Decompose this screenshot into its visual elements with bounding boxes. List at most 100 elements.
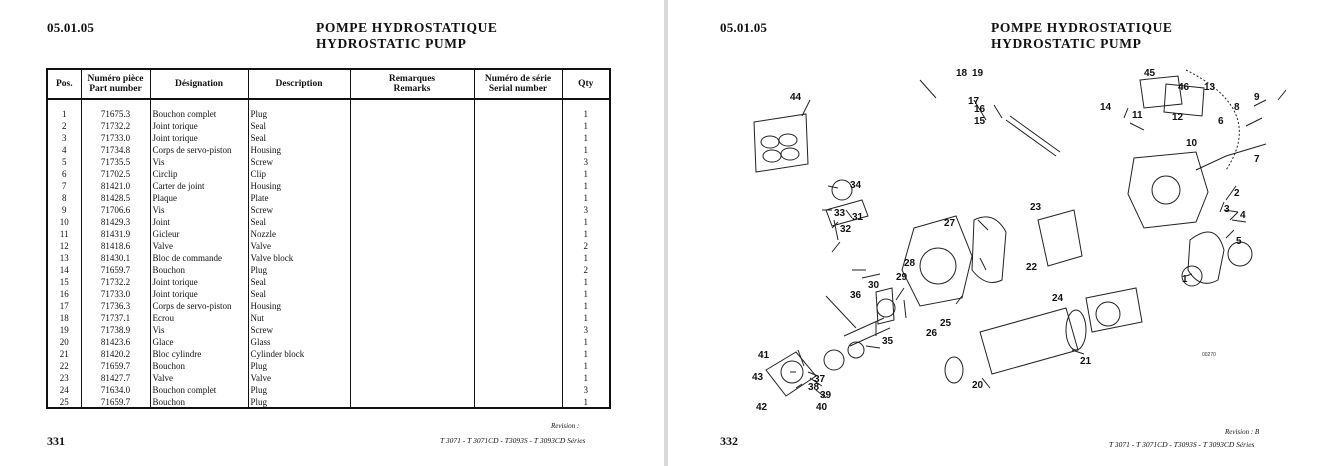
cell-pos: 4 <box>48 144 82 156</box>
cell-part-number: 81427.7 <box>81 372 151 384</box>
cell-serial <box>474 108 563 120</box>
cell-description: Plug <box>248 396 351 408</box>
cell-description: Housing <box>248 300 351 312</box>
cell-remarks <box>350 396 475 408</box>
cell-qty: 1 <box>583 109 589 119</box>
cell-description: Screw <box>248 324 351 336</box>
cell-qty: 2 <box>583 265 589 275</box>
cell-pos: 13 <box>48 252 82 264</box>
cell-description: Valve <box>248 372 351 384</box>
header-designation: Désignation <box>150 70 249 100</box>
callout-38: 38 <box>808 382 820 393</box>
cell-designation: Joint <box>150 216 249 228</box>
cell-part-number: 81428.5 <box>81 192 151 204</box>
callout-1: 1 <box>1182 274 1188 285</box>
cell-serial <box>474 204 563 216</box>
cell-qty: 1 <box>583 217 589 227</box>
cell-serial <box>474 240 563 252</box>
cell-serial <box>474 288 563 300</box>
cell-designation: Bouchon complet <box>150 108 249 120</box>
cell-designation: Bloc de commande <box>150 252 249 264</box>
cell-part-number: 71733.0 <box>81 132 151 144</box>
cell-serial <box>474 144 563 156</box>
callout-20: 20 <box>972 380 984 391</box>
cell-qty: 1 <box>583 145 589 155</box>
callout-11: 11 <box>1132 110 1143 121</box>
revision-label: Revision : <box>551 422 580 430</box>
header-pos: Pos. <box>48 70 82 100</box>
cell-part-number: 71732.2 <box>81 276 151 288</box>
cell-pos: 21 <box>48 348 82 360</box>
cell-remarks <box>350 240 475 252</box>
cell-designation: Glace <box>150 336 249 348</box>
callout-35: 35 <box>882 336 894 347</box>
header-part-number: Numéro pièce Part number <box>81 70 151 100</box>
cell-qty: 1 <box>583 169 589 179</box>
cell-description: Seal <box>248 276 351 288</box>
callout-27: 27 <box>944 218 956 229</box>
cell-remarks <box>350 120 475 132</box>
cell-part-number: 71735.5 <box>81 156 151 168</box>
cell-qty: 1 <box>583 181 589 191</box>
cell-remarks <box>350 228 475 240</box>
cell-remarks <box>350 360 475 372</box>
cell-remarks <box>350 336 475 348</box>
cell-designation: Vis <box>150 156 249 168</box>
header-qty: Qty <box>562 70 609 100</box>
cell-pos: 9 <box>48 204 82 216</box>
callout-28: 28 <box>904 258 916 269</box>
cell-designation: Bloc cylindre <box>150 348 249 360</box>
callout-7: 7 <box>1254 154 1260 165</box>
cell-designation: Bouchon <box>150 360 249 372</box>
cell-designation: Corps de servo-piston <box>150 300 249 312</box>
right-page: 05.01.05 POMPE HYDROSTATIQUE HYDROSTATIC… <box>668 0 1334 466</box>
cell-designation: Bouchon <box>150 396 249 408</box>
cell-designation: Valve <box>150 240 249 252</box>
cell-qty: 1 <box>583 277 589 287</box>
cell-pos: 18 <box>48 312 82 324</box>
series-label: T 3071 - T 3071CD - T3093S - T 3093CD Sé… <box>1109 440 1255 449</box>
cell-pos: 3 <box>48 132 82 144</box>
cell-pos: 24 <box>48 384 82 396</box>
cell-pos: 7 <box>48 180 82 192</box>
cell-part-number: 81418.6 <box>81 240 151 252</box>
cell-pos: 8 <box>48 192 82 204</box>
callout-6: 6 <box>1218 116 1224 127</box>
cell-remarks <box>350 156 475 168</box>
cell-description: Screw <box>248 204 351 216</box>
cell-qty: 1 <box>583 289 589 299</box>
cell-serial <box>474 264 563 276</box>
section-code: 05.01.05 <box>47 20 95 35</box>
cell-qty: 1 <box>583 121 589 131</box>
cell-pos: 16 <box>48 288 82 300</box>
cell-part-number: 71738.9 <box>81 324 151 336</box>
title-english: HYDROSTATIC PUMP <box>316 36 467 51</box>
cell-description: Housing <box>248 180 351 192</box>
page-title: POMPE HYDROSTATIQUE HYDROSTATIC PUMP <box>991 20 1173 52</box>
cell-serial <box>474 324 563 336</box>
cell-serial <box>474 216 563 228</box>
cell-remarks <box>350 144 475 156</box>
cell-remarks <box>350 324 475 336</box>
cell-pos: 25 <box>48 396 82 408</box>
cell-pos: 20 <box>48 336 82 348</box>
cell-pos: 11 <box>48 228 82 240</box>
cell-pos: 17 <box>48 300 82 312</box>
page-number: 332 <box>720 434 738 448</box>
title-english: HYDROSTATIC PUMP <box>991 36 1142 51</box>
table-spacer-row <box>48 99 609 108</box>
callout-8: 8 <box>1234 102 1240 113</box>
cell-serial <box>474 168 563 180</box>
header-serial: Numéro de série Serial number <box>474 70 563 100</box>
cell-qty: 1 <box>583 373 589 383</box>
